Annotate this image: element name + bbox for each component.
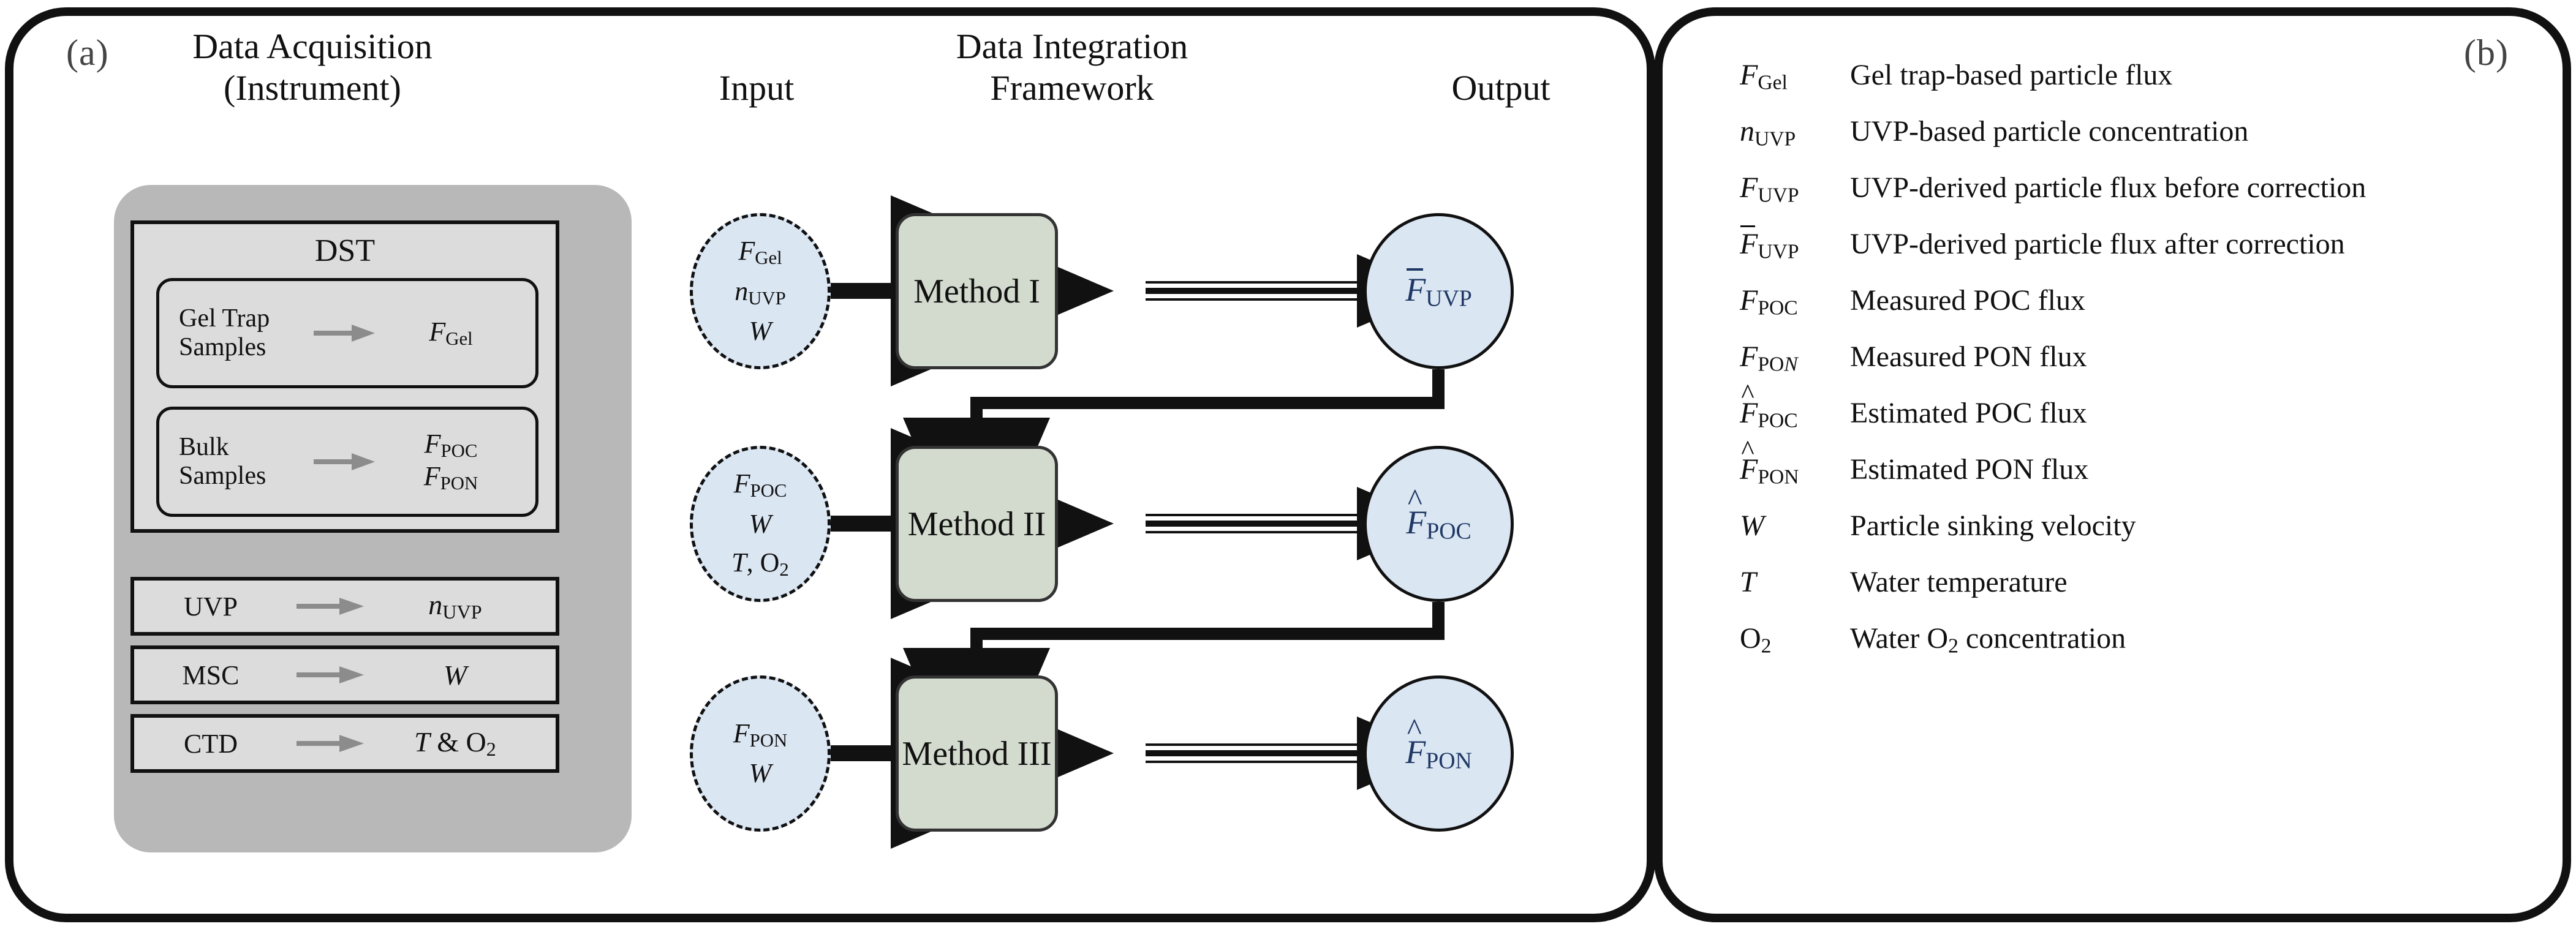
legend-row: FPON Measured PON flux	[1740, 340, 2524, 396]
instrument-output-uvp: nUVP	[428, 589, 482, 623]
legend-row: FGel Gel trap-based particle flux	[1740, 58, 2524, 115]
method-box-3[interactable]: Method III	[896, 675, 1058, 832]
gel-trap-line-1: Gel Trap	[179, 304, 270, 333]
sample-label-gel-trap: Gel Trap Samples	[159, 304, 308, 362]
legend-description: Gel trap-based particle flux	[1850, 59, 2173, 91]
acquisition-line-2: (Instrument)	[224, 68, 401, 108]
input-item: W	[749, 316, 772, 346]
instrument-panel: DST Gel Trap Samples FGel	[114, 185, 632, 852]
legend-row: T Water temperature	[1740, 565, 2524, 622]
input-item: T, O2	[731, 547, 789, 581]
dst-box: DST Gel Trap Samples FGel	[130, 220, 559, 533]
output-heading: Output	[1451, 68, 1551, 108]
legend-symbol: FPOC	[1740, 396, 1850, 432]
instrument-row-uvp: UVP nUVP	[130, 577, 559, 636]
legend-symbol: FPON	[1740, 453, 1850, 489]
instrument-row-ctd: CTD T & O2	[130, 714, 559, 773]
gray-arrow-icon	[287, 596, 373, 617]
output-node-fpon-hat: FPON	[1364, 675, 1514, 832]
input-item: FGel	[738, 236, 782, 268]
legend-row: FUVP UVP-derived particle flux before co…	[1740, 171, 2524, 227]
sample-row-bulk: Bulk Samples FPOC FPON	[156, 407, 538, 517]
instrument-name-uvp: UVP	[183, 591, 238, 622]
flow-connectors	[831, 195, 1445, 849]
input-item: nUVP	[735, 276, 786, 309]
legend-symbol: FGel	[1740, 59, 1788, 94]
input-node-method-3: FPON W	[690, 675, 831, 832]
sample-row-gel-trap: Gel Trap Samples FGel	[156, 278, 538, 388]
legend-symbol: T	[1740, 566, 1756, 598]
legend-description: UVP-derived particle flux before correct…	[1850, 171, 2366, 204]
output-node-fpoc-hat: FPOC	[1364, 446, 1514, 602]
legend-description: UVP-derived particle flux after correcti…	[1850, 228, 2345, 260]
panel-b-letter: (b)	[2464, 32, 2509, 73]
framework-heading: Data Integration Framework	[901, 26, 1244, 110]
legend-symbol: nUVP	[1740, 115, 1796, 151]
legend-description: Estimated POC flux	[1850, 397, 2087, 429]
input-item: W	[749, 758, 772, 789]
legend-symbol: W	[1740, 510, 1764, 542]
gray-arrow-icon	[287, 664, 373, 685]
instrument-output-msc: W	[443, 659, 467, 691]
legend-description: Measured POC flux	[1850, 284, 2085, 317]
legend-description: UVP-based particle concentration	[1850, 115, 2249, 148]
legend-row: nUVP UVP-based particle concentration	[1740, 115, 2524, 171]
gel-trap-line-2: Samples	[179, 333, 266, 361]
sample-label-bulk: Bulk Samples	[159, 433, 308, 491]
legend-description: Measured PON flux	[1850, 340, 2087, 373]
sample-output-gel-trap: FGel	[429, 316, 473, 349]
instrument-output-ctd: T & O2	[414, 726, 496, 761]
legend-symbol: O2	[1740, 622, 1772, 658]
instrument-row-msc: MSC W	[130, 645, 559, 704]
symbol-legend: FGel Gel trap-based particle flux nUVP U…	[1740, 58, 2524, 678]
legend-symbol: FUVP	[1740, 171, 1799, 207]
legend-row: FPOC Estimated POC flux	[1740, 396, 2524, 453]
panel-b-frame	[1654, 7, 2571, 922]
legend-symbol: FUVP	[1740, 225, 1799, 263]
input-item: FPON	[733, 718, 788, 751]
bulk-line-2: Samples	[179, 462, 266, 490]
bulk-line-1: Bulk	[179, 432, 229, 461]
instrument-name-msc: MSC	[182, 660, 240, 690]
legend-description: Water temperature	[1850, 566, 2068, 598]
legend-description: Estimated PON flux	[1850, 453, 2089, 486]
legend-symbol: FPOC	[1740, 284, 1798, 320]
input-item: FPOC	[733, 468, 787, 501]
input-node-method-1: FGel nUVP W	[690, 213, 831, 369]
input-item: W	[749, 508, 772, 539]
dst-title: DST	[314, 233, 376, 268]
gray-arrow-icon	[287, 733, 373, 754]
legend-row: FPON Estimated PON flux	[1740, 453, 2524, 509]
framework-line-2: Framework	[990, 68, 1154, 108]
instrument-name-ctd: CTD	[184, 728, 238, 759]
legend-row: W Particle sinking velocity	[1740, 509, 2524, 565]
panel-a-letter: (a)	[66, 32, 109, 73]
gray-arrow-icon	[308, 451, 381, 472]
legend-row: O2 Water O2 concentration	[1740, 622, 2524, 678]
acquisition-line-1: Data Acquisition	[192, 26, 432, 66]
framework-line-1: Data Integration	[956, 26, 1188, 66]
data-integration-flow: FGel nUVP W Method I FUVP FPOC W T, O2 M…	[686, 165, 1617, 863]
sample-output-bulk: FPOC FPON	[423, 429, 478, 494]
data-acquisition-heading: Data Acquisition (Instrument)	[74, 26, 551, 110]
legend-description: Water O2 concentration	[1850, 622, 2126, 658]
method-box-1[interactable]: Method I	[896, 213, 1058, 369]
gray-arrow-icon	[308, 323, 381, 344]
method-box-2[interactable]: Method II	[896, 446, 1058, 602]
legend-symbol: FPON	[1740, 340, 1798, 376]
legend-description: Particle sinking velocity	[1850, 510, 2136, 542]
legend-row: FUVP UVP-derived particle flux after cor…	[1740, 225, 2524, 284]
input-node-method-2: FPOC W T, O2	[690, 446, 831, 602]
legend-row: FPOC Measured POC flux	[1740, 284, 2524, 340]
output-node-fuvp-bar: FUVP	[1364, 213, 1514, 369]
input-heading: Input	[719, 68, 795, 108]
